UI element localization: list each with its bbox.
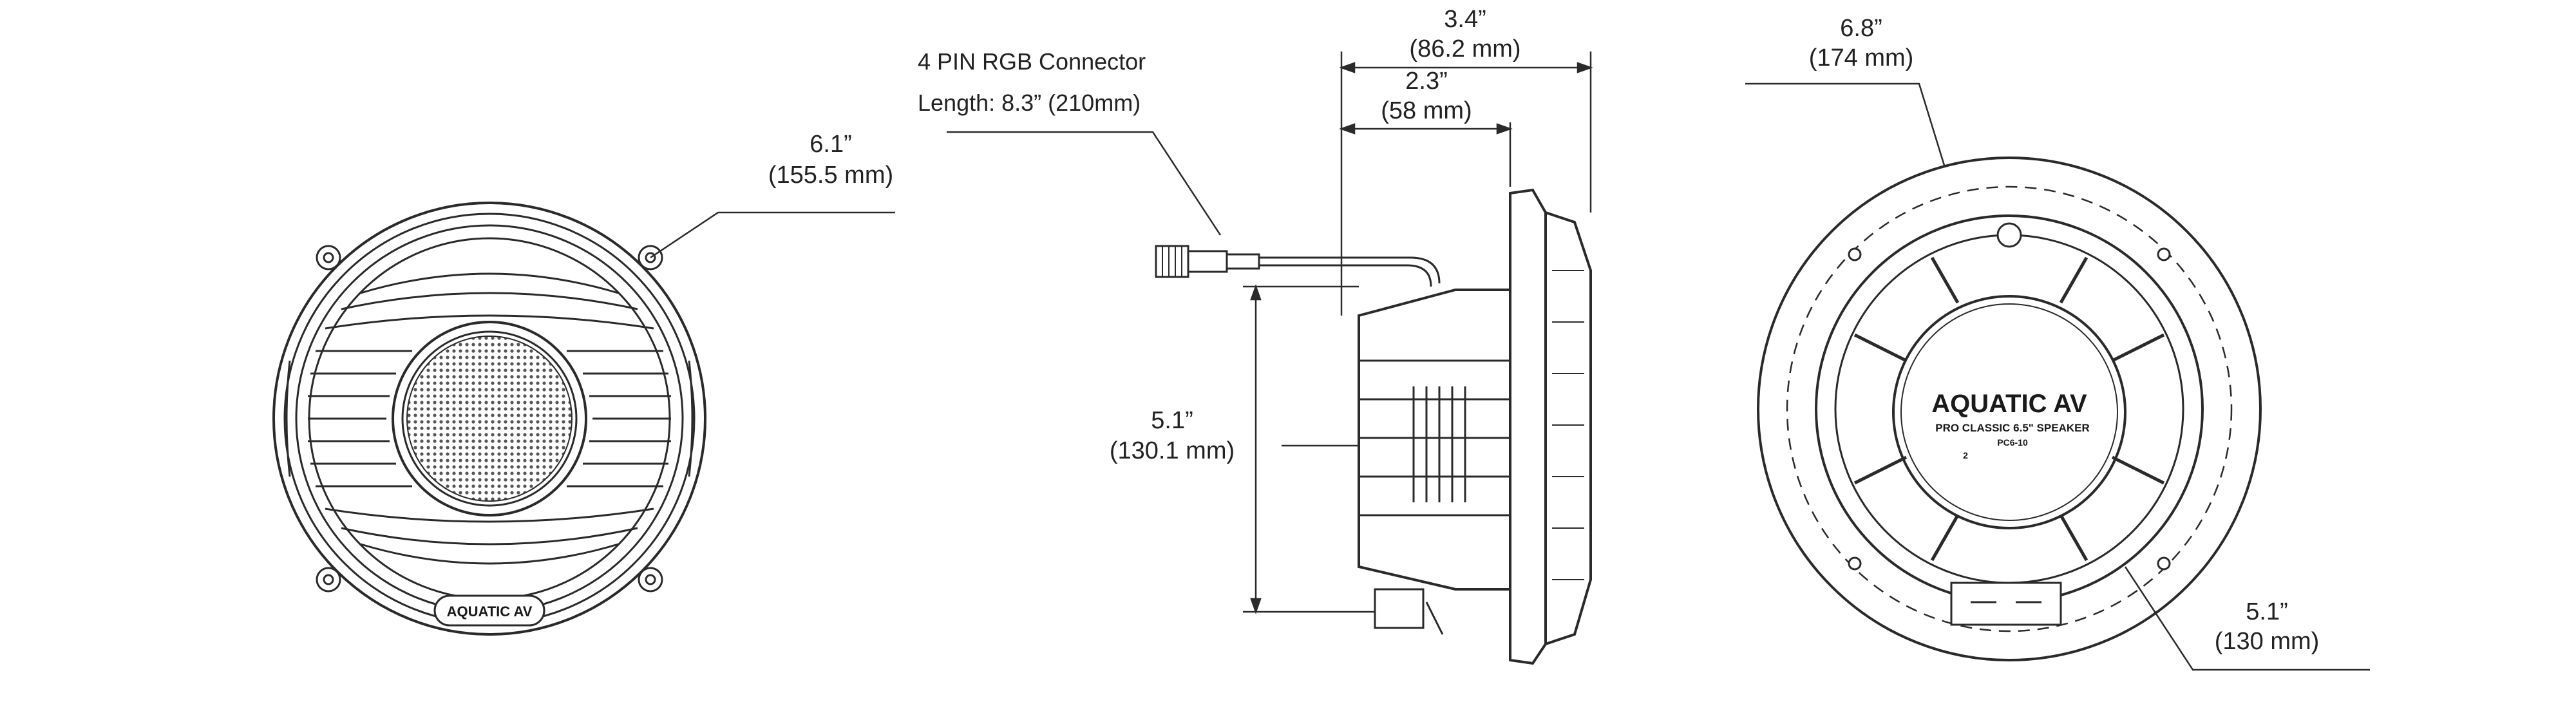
depth-total-in: 3.4” [1444, 6, 1486, 33]
rear-brand: AQUATIC AV [1931, 390, 2087, 418]
side-view: 4 PIN RGB Connector Length: 8.3” (210mm) [918, 6, 1593, 665]
height-mm: (130.1 mm) [1110, 437, 1235, 464]
side-grille-ridges [1552, 270, 1584, 580]
connector-leader [947, 131, 1222, 236]
side-flange [1509, 188, 1547, 665]
rear-outer-ring [1757, 156, 2262, 661]
connector-body [1187, 250, 1228, 273]
tweeter-outer-ring [392, 321, 587, 517]
tweeter-inner-ring [401, 330, 578, 507]
tweeter-mesh [406, 336, 573, 502]
front-diameter-mm: (155.5 mm) [768, 162, 893, 189]
rear-magnet-edge [1900, 303, 2118, 521]
rear-diameter-leader [1745, 82, 1946, 168]
rear-cutout-in: 5.1” [2246, 598, 2287, 625]
rear-model: PRO CLASSIC 6.5" SPEAKER [1935, 422, 2090, 434]
connector-plug [1155, 245, 1189, 278]
height-dimension-lines [1243, 284, 1375, 614]
rear-magnet-disc [1892, 295, 2126, 529]
mount-depth-mm: (58 mm) [1381, 97, 1472, 124]
rear-terminal-block [1950, 582, 2062, 626]
rear-view: AQUATIC AV PRO CLASSIC 6.5" SPEAKER PC6-… [1745, 15, 2370, 671]
front-screws [316, 245, 663, 592]
rear-part-no: PC6-10 [1997, 437, 2028, 448]
mount-depth-in: 2.3” [1405, 68, 1447, 95]
side-basket [1358, 289, 1511, 591]
connector-label: 4 PIN RGB Connector [918, 48, 1146, 75]
connector-collar [1226, 253, 1260, 270]
rear-top-screw [1996, 222, 2022, 248]
rear-mounting-circle [1786, 185, 2233, 632]
side-terminal [1374, 588, 1444, 635]
rear-cutout-leader [2124, 566, 2370, 671]
height-in: 5.1” [1151, 407, 1193, 434]
front-diameter-leader [650, 211, 895, 259]
side-grille-face [1544, 211, 1592, 646]
depth-total-mm: (86.2 mm) [1409, 35, 1520, 62]
connector-knurl [1162, 246, 1182, 277]
connector-cable [1259, 256, 1441, 287]
rear-basket-spokes [1853, 256, 2165, 562]
front-view: AQUATIC AV 6.1” (155.5 mm) [272, 131, 895, 636]
rear-mark: 2 [1963, 450, 1968, 460]
depth-dimension-lines [1339, 52, 1593, 316]
front-grille-bars [285, 272, 694, 565]
grille-logo: AQUATIC AV [447, 603, 533, 620]
rear-diameter-mm: (174 mm) [1809, 44, 1914, 71]
grille-logo-badge [433, 594, 545, 627]
front-diameter-in: 6.1” [810, 131, 851, 158]
side-magnet-fins [1359, 359, 1510, 517]
connector-length: Length: 8.3” (210mm) [918, 90, 1141, 116]
rear-diameter-in: 6.8” [1840, 15, 1882, 42]
rear-mount-holes [1848, 247, 2171, 571]
front-outer-ring [272, 202, 706, 636]
rear-cutout-mm: (130 mm) [2215, 628, 2320, 655]
